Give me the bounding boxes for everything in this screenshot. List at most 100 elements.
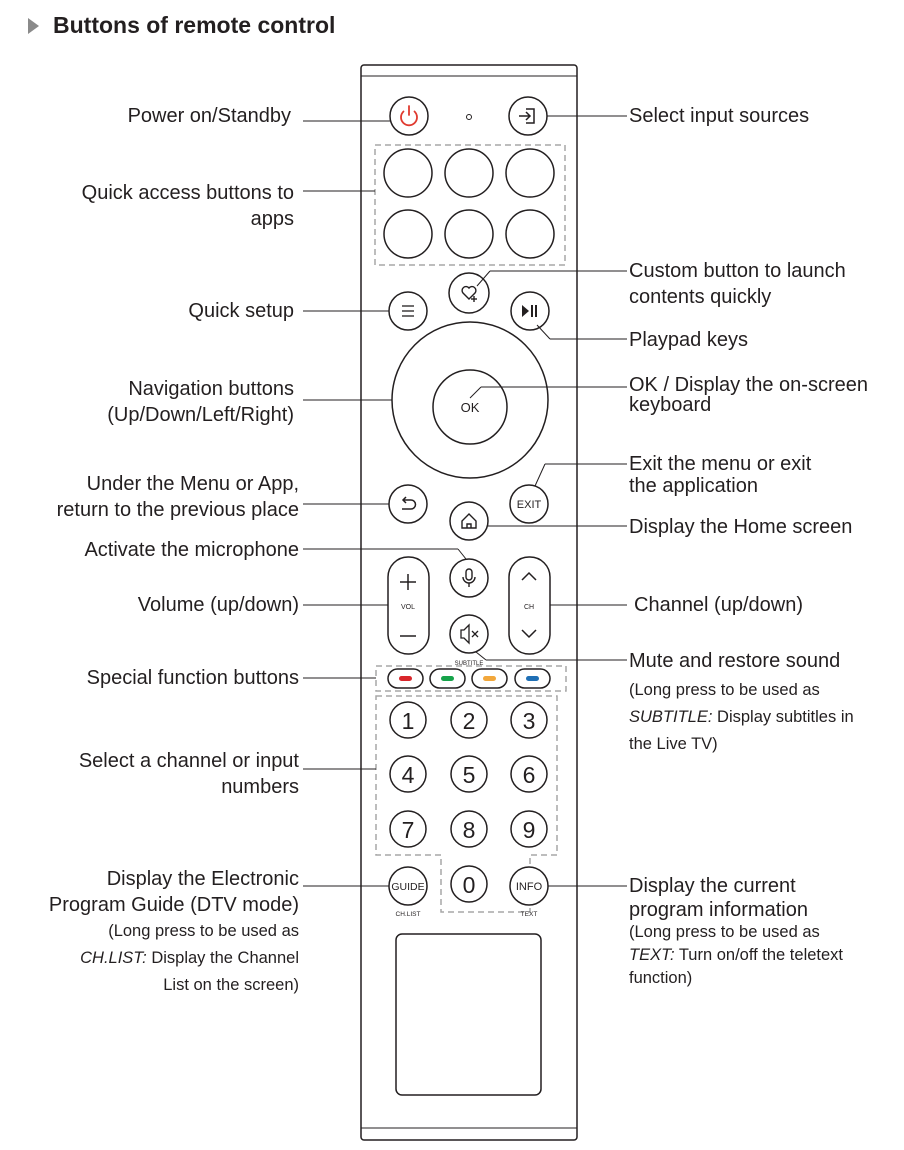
digit-button-0[interactable]: 0	[450, 865, 488, 903]
info-button[interactable]: INFO	[509, 866, 549, 906]
touch-pad[interactable]	[395, 933, 542, 1096]
label-exit-line1: Exit the menu or exit	[629, 453, 812, 475]
label-guide-note-line2: CH.LIST: Display the Channel	[80, 945, 299, 972]
label-info-note-line2: TEXT: Turn on/off the teletext	[629, 944, 843, 967]
channel-up-icon	[521, 571, 537, 581]
label-info: Display the current program information	[629, 874, 808, 922]
app-button-5[interactable]	[444, 209, 494, 259]
label-guide-note-line3: List on the screen)	[163, 976, 299, 994]
ok-button-label: OK	[461, 400, 480, 415]
label-navigation-line1: Navigation buttons	[128, 378, 294, 400]
ir-indicator	[466, 114, 472, 120]
digit-button-7[interactable]: 7	[389, 810, 427, 848]
label-custom: Custom button to launch contents quickly	[629, 258, 846, 310]
quick-setup-button[interactable]	[388, 291, 428, 331]
label-custom-line2: contents quickly	[629, 286, 772, 308]
app-button-1[interactable]	[383, 148, 433, 198]
label-guide-note-rest: Display the Channel	[146, 949, 299, 967]
channel-down-icon	[521, 629, 537, 639]
label-numbers-line1: Select a channel or input	[78, 750, 299, 772]
app-button-3[interactable]	[505, 148, 555, 198]
power-button[interactable]	[389, 96, 429, 136]
digit-button-5[interactable]: 5	[450, 755, 488, 793]
label-info-note-line1: (Long press to be used as	[629, 923, 820, 941]
label-ok: OK / Display the on-screen keyboard	[629, 375, 868, 415]
home-button[interactable]	[449, 501, 489, 541]
playpause-icon	[522, 305, 537, 317]
triangle-bullet-icon	[28, 17, 39, 34]
label-exit-line2: the application	[629, 475, 758, 497]
channel-label: CH	[524, 604, 534, 611]
menu-icon	[402, 305, 414, 317]
app-button-6[interactable]	[505, 209, 555, 259]
digit-1-label: 1	[402, 708, 415, 734]
callout-line-mute	[475, 651, 487, 661]
number-pad-outline	[375, 695, 558, 913]
label-guide-note-line1: (Long press to be used as	[108, 922, 299, 940]
label-info-note-line3: function)	[629, 969, 693, 987]
digit-5-label: 5	[463, 762, 476, 788]
input-source-icon	[519, 108, 535, 124]
digit-7-label: 7	[402, 817, 415, 843]
digit-button-1[interactable]: 1	[389, 701, 427, 739]
label-special: Special function buttons	[86, 667, 299, 689]
label-mute-note-line1: (Long press to be used as	[629, 681, 820, 699]
digit-8-label: 8	[463, 817, 476, 843]
label-numbers-line2: numbers	[221, 776, 299, 798]
callout-line-exit	[534, 463, 546, 487]
label-info-note-rest: Turn on/off the teletext	[674, 946, 844, 964]
label-quick-setup: Quick setup	[188, 300, 294, 322]
digit-4-label: 4	[402, 762, 415, 788]
label-info-line2: program information	[629, 899, 808, 921]
subtitle-label: SUBTITLE	[455, 661, 484, 667]
info-button-label: INFO	[516, 881, 543, 893]
app-button-4[interactable]	[383, 209, 433, 259]
label-mute-note-em: SUBTITLE:	[629, 708, 713, 726]
input-source-button[interactable]	[508, 96, 548, 136]
callout-line-mic-d	[457, 548, 467, 560]
digit-button-3[interactable]: 3	[510, 701, 548, 739]
mute-button[interactable]	[449, 614, 489, 654]
home-icon	[461, 513, 477, 529]
digit-button-4[interactable]: 4	[389, 755, 427, 793]
label-exit: Exit the menu or exit the application	[629, 453, 811, 497]
blue-key[interactable]	[514, 668, 551, 689]
label-mute-note: (Long press to be used as SUBTITLE: Disp…	[629, 677, 854, 758]
digit-button-9[interactable]: 9	[510, 810, 548, 848]
playpause-button[interactable]	[510, 291, 550, 331]
guide-button-label: GUIDE	[391, 881, 424, 893]
label-channel: Channel (up/down)	[634, 594, 803, 616]
digit-button-6[interactable]: 6	[510, 755, 548, 793]
volume-label: VOL	[401, 604, 415, 611]
quick-access-group-outline	[374, 144, 566, 266]
back-button[interactable]	[388, 484, 428, 524]
digit-3-label: 3	[523, 708, 536, 734]
label-guide-note-em: CH.LIST:	[80, 949, 147, 967]
heading-text: Buttons of remote control	[53, 12, 336, 38]
guide-button[interactable]: GUIDE	[388, 866, 428, 906]
microphone-button[interactable]	[449, 558, 489, 598]
green-key[interactable]	[429, 668, 466, 689]
label-info-line1: Display the current	[629, 875, 796, 897]
digit-0-label: 0	[463, 872, 476, 898]
label-microphone: Activate the microphone	[84, 539, 299, 561]
digit-9-label: 9	[523, 817, 536, 843]
app-button-2[interactable]	[444, 148, 494, 198]
yellow-key[interactable]	[471, 668, 508, 689]
section-heading: Buttons of remote control	[28, 12, 335, 39]
ok-button[interactable]	[432, 369, 508, 445]
red-key[interactable]	[387, 668, 424, 689]
label-navigation: Navigation buttons (Up/Down/Left/Right)	[107, 376, 294, 428]
exit-button[interactable]: EXIT	[509, 484, 549, 524]
label-info-note: (Long press to be used as TEXT: Turn on/…	[629, 921, 843, 990]
exit-button-label: EXIT	[517, 499, 542, 511]
label-ok-line1: OK / Display the on-screen	[629, 374, 868, 396]
callout-line-custom	[476, 270, 491, 287]
digit-button-2[interactable]: 2	[450, 701, 488, 739]
label-custom-line1: Custom button to launch	[629, 260, 846, 282]
label-guide: Display the Electronic Program Guide (DT…	[49, 866, 299, 918]
callout-line-ok	[469, 386, 482, 399]
microphone-icon	[462, 568, 476, 587]
label-guide-line1: Display the Electronic	[106, 868, 299, 890]
digit-button-8[interactable]: 8	[450, 810, 488, 848]
